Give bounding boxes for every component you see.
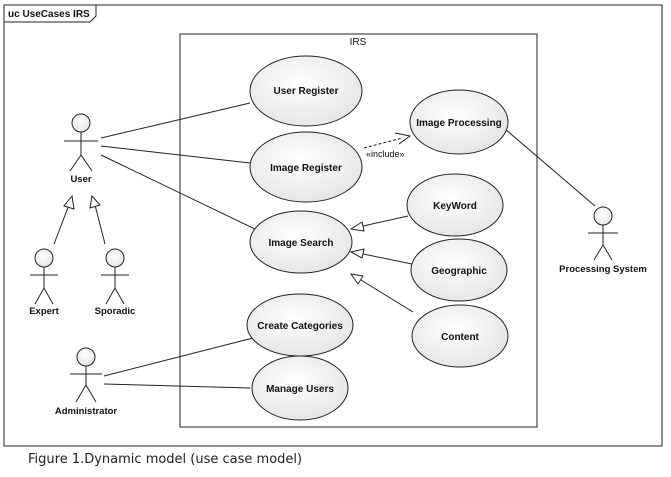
use-case-content[interactable]: Content xyxy=(411,304,509,368)
use-case-create-categories[interactable]: Create Categories xyxy=(246,293,354,357)
actor-label: User xyxy=(70,174,91,185)
use-case-label: Image Processing xyxy=(416,118,502,129)
use-case-user-register[interactable]: User Register xyxy=(249,55,363,127)
actor-administrator[interactable]: Administrator xyxy=(55,347,118,417)
association-user-userregister xyxy=(100,102,251,139)
system-name: IRS xyxy=(350,37,367,48)
actor-expert[interactable]: Expert xyxy=(29,248,60,317)
actor-processing-system[interactable]: Processing System xyxy=(559,206,647,275)
use-case-label: Image Register xyxy=(270,163,342,174)
use-case-manage-users[interactable]: Manage Users xyxy=(251,355,349,421)
diagram-frame: uc UseCases IRS xyxy=(3,4,663,447)
actor-generalizations xyxy=(53,194,106,245)
actor-user[interactable]: User xyxy=(64,113,98,185)
include-label: «include» xyxy=(366,149,405,159)
use-case-label: User Register xyxy=(273,86,338,97)
use-case-image-processing[interactable]: Image Processing xyxy=(409,89,509,155)
generalization-arrowhead xyxy=(349,221,365,232)
actor-label: Administrator xyxy=(55,406,118,417)
use-case-label: Create Categories xyxy=(257,321,343,332)
association-user-imageregister xyxy=(100,145,251,164)
use-case-label: Geographic xyxy=(431,266,487,277)
association-admin-manageusers xyxy=(103,383,251,389)
use-case-label: KeyWord xyxy=(433,201,477,212)
generalization-arrowhead xyxy=(349,273,364,285)
association-imageprocessing-processingsystem xyxy=(504,128,596,207)
usecase-generalizations xyxy=(349,215,414,313)
system-boundary: IRS xyxy=(179,33,538,428)
actor-sporadic[interactable]: Sporadic xyxy=(95,248,136,317)
generalization-arrowhead xyxy=(349,248,365,259)
use-case-image-register[interactable]: Image Register xyxy=(249,131,363,203)
generalization-arrowhead xyxy=(89,194,101,209)
associations xyxy=(100,102,596,389)
actor-label: Sporadic xyxy=(95,306,136,317)
include-dependency: «include» xyxy=(363,132,412,159)
use-case-label: Image Search xyxy=(268,238,333,249)
use-case-geographic[interactable]: Geographic xyxy=(410,238,508,302)
generalization-arrowhead xyxy=(63,194,75,210)
use-case-image-search[interactable]: Image Search xyxy=(249,210,353,274)
figure-caption: Figure 1.Dynamic model (use case model) xyxy=(28,452,303,467)
use-case-keyword[interactable]: KeyWord xyxy=(406,173,504,237)
actor-label: Processing System xyxy=(559,264,647,275)
frame-title: uc UseCases IRS xyxy=(8,9,90,20)
actor-label: Expert xyxy=(29,306,59,317)
use-case-label: Manage Users xyxy=(266,384,334,395)
association-user-imagesearch xyxy=(100,154,256,230)
association-admin-createcategories xyxy=(103,337,254,377)
use-case-label: Content xyxy=(441,332,479,343)
